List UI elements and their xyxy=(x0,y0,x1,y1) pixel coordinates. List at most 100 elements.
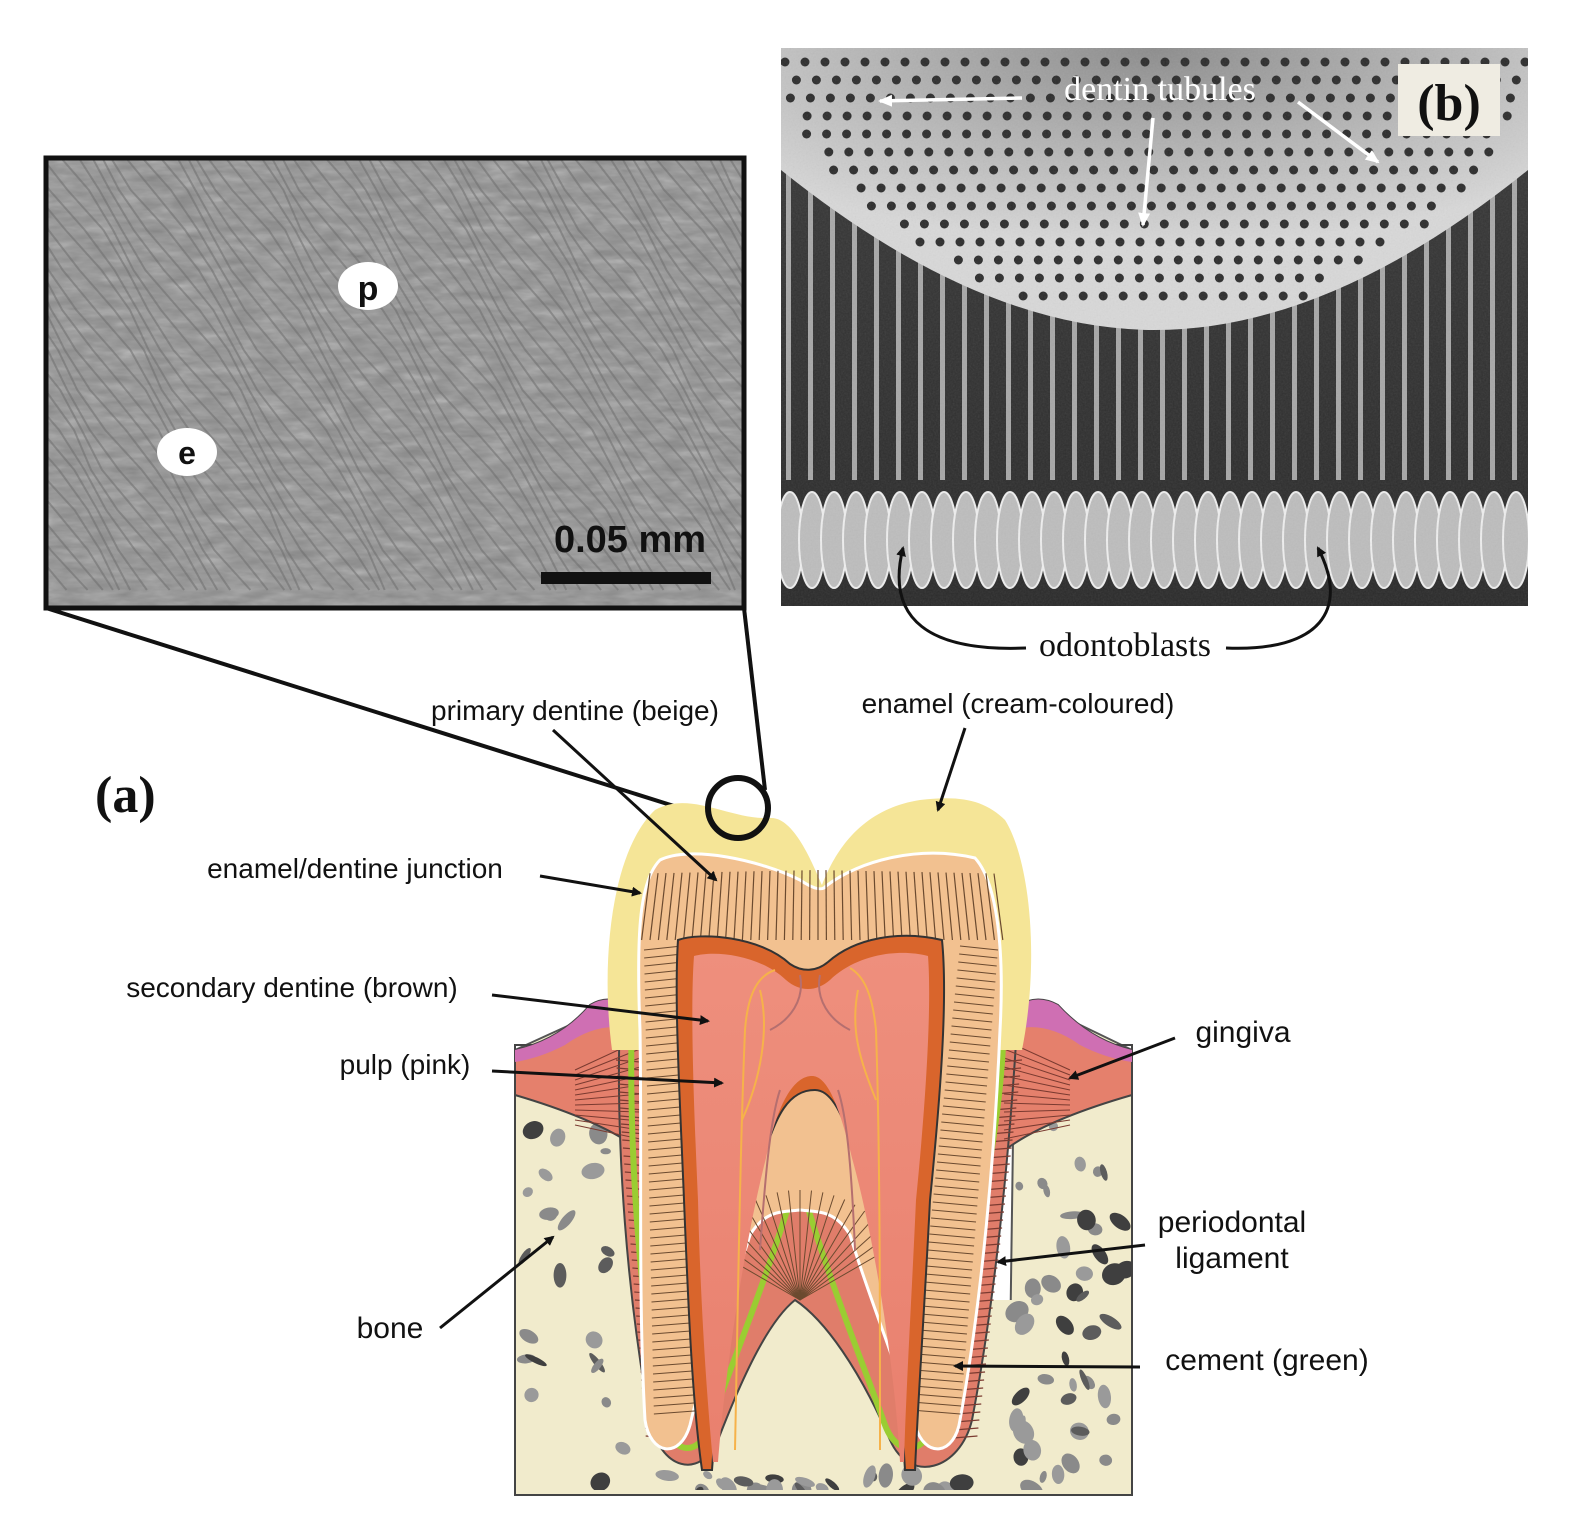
ligament-fiber xyxy=(615,1059,641,1063)
dentine-tubule xyxy=(935,1177,980,1183)
dentine-tubule xyxy=(800,870,803,941)
dentine-tubule-lines xyxy=(641,870,1004,1415)
arrow-cement xyxy=(953,1361,1141,1372)
gingival-fiber xyxy=(1003,1114,1071,1122)
label-periodontal-line1: periodontal xyxy=(1158,1206,1306,1239)
bone-speck xyxy=(581,1162,605,1180)
marker-e xyxy=(157,428,217,476)
tubule-streak xyxy=(325,160,635,591)
gingival-fiber xyxy=(1003,1102,1071,1106)
dentine-tubule xyxy=(921,1305,969,1311)
dentine-tubule xyxy=(927,1249,974,1255)
dentine-tubule xyxy=(945,1081,988,1087)
bone-speck xyxy=(522,1187,533,1197)
dentine-tubule xyxy=(959,953,998,959)
bone-speck xyxy=(1037,1177,1048,1190)
bone-speck xyxy=(601,1397,612,1408)
bone-speck xyxy=(1109,1212,1131,1231)
dentine-tubule xyxy=(666,872,675,941)
bone-speck xyxy=(1014,1313,1035,1335)
gingival-fiber xyxy=(574,1119,641,1131)
bone-speck xyxy=(878,1463,893,1488)
dentine-tubule xyxy=(799,1190,812,1301)
bone-speck xyxy=(1069,1378,1077,1392)
tubules-arrow-center xyxy=(1138,117,1155,227)
tubule-streak xyxy=(48,392,185,591)
dentine-tubule xyxy=(951,1025,992,1031)
dentine-tubule xyxy=(942,1105,986,1111)
dentine-tubule xyxy=(849,870,853,941)
dentine-tubule xyxy=(959,945,999,951)
bone-speck xyxy=(544,1207,558,1221)
bone-speck xyxy=(1075,1266,1093,1281)
bone-trabeculae xyxy=(516,1121,1132,1490)
dentine-tubule xyxy=(932,1201,978,1207)
dentine-tubule xyxy=(985,873,995,941)
bone-speck xyxy=(1099,1454,1113,1466)
dentine-tubule xyxy=(952,1017,993,1023)
arrow-enamel-dentine-junction xyxy=(539,874,642,897)
tubule-streak xyxy=(61,160,371,591)
bone-speck xyxy=(655,1470,679,1481)
pulp-nerve xyxy=(818,974,851,1031)
tubule-streak xyxy=(0,150,46,590)
bone-speck xyxy=(746,1482,763,1490)
dentine-tubule xyxy=(914,1369,964,1375)
dentine-tubule xyxy=(765,1195,801,1301)
bone-speck xyxy=(1051,1464,1065,1484)
dentine-tubule xyxy=(919,1329,967,1335)
tubule-streak xyxy=(0,150,4,590)
tubule-streak xyxy=(546,160,742,434)
tubule-streak xyxy=(442,160,736,591)
bone-base xyxy=(515,1300,1132,1495)
dentine-tubule xyxy=(916,1353,966,1359)
tubule-streak xyxy=(510,160,742,499)
dentine-tubule xyxy=(641,873,651,941)
pulp-nerve xyxy=(854,989,877,1101)
bone-speck xyxy=(591,1358,604,1373)
tubule-streak xyxy=(78,160,381,591)
dentine-tubule xyxy=(993,873,1004,941)
dentine-tubule xyxy=(943,1097,986,1103)
dentine-tubule xyxy=(928,1241,975,1247)
arrow-pulp xyxy=(491,1069,724,1088)
tubule-streak xyxy=(0,150,16,590)
zoom-line-left xyxy=(45,606,713,820)
dentine-tubule xyxy=(799,1192,824,1301)
bone-speck xyxy=(815,1483,829,1490)
dentine-tubule xyxy=(775,870,779,941)
pulp-nerve xyxy=(837,1089,856,1251)
dentine-tubule xyxy=(939,1137,983,1143)
dentine-tubule xyxy=(881,871,886,941)
tubule-streak xyxy=(48,437,148,591)
dentine-tubule xyxy=(930,1225,976,1231)
label-periodontal-line2: ligament xyxy=(1175,1242,1289,1275)
label-primary-dentine: primary dentine (beige) xyxy=(431,695,719,726)
ligament-fiber xyxy=(953,1435,978,1439)
tubule-streak xyxy=(142,160,454,591)
dentine-tubule xyxy=(783,870,787,941)
dentine-tubule xyxy=(921,872,928,941)
tubule-streak xyxy=(111,160,417,591)
tubule-streak xyxy=(48,415,171,591)
odontoblasts-arrow-left xyxy=(896,546,1027,650)
dentine-tubule xyxy=(953,1001,994,1007)
dentine-tubule xyxy=(940,1129,984,1135)
tubule-streak xyxy=(48,314,232,591)
dentine-tubule xyxy=(929,1233,975,1239)
tubule-streak xyxy=(460,160,742,562)
dentine-tubule xyxy=(897,871,903,941)
tubule-streak xyxy=(243,160,552,591)
tubule-streak xyxy=(693,160,742,238)
bone-speck xyxy=(1079,1369,1090,1390)
dentine-tubule xyxy=(953,1009,993,1015)
dentine-tubule xyxy=(799,1204,856,1301)
tubule-streak xyxy=(48,186,335,591)
bone-speck xyxy=(522,1121,544,1140)
dentin-tubules-label: dentin tubules xyxy=(1064,71,1256,108)
tubule-streak xyxy=(226,160,536,591)
tubule-streak xyxy=(377,160,682,591)
dentine-tubule xyxy=(931,1217,977,1223)
tubule-streak xyxy=(195,160,498,591)
